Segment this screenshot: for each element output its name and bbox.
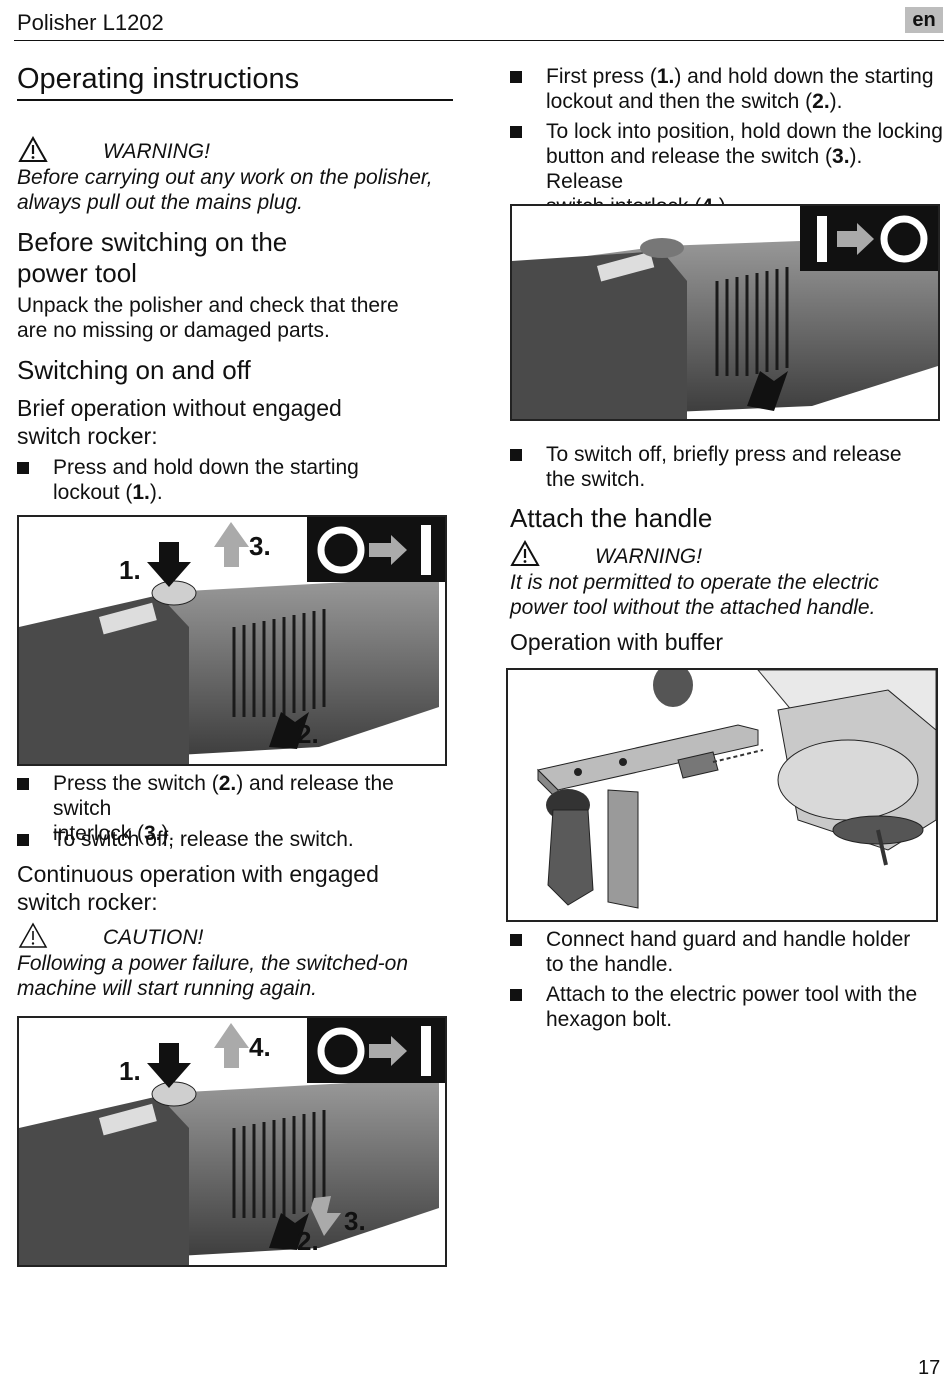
heading-rule [17, 99, 453, 101]
warning-label: WARNING! [103, 140, 210, 163]
list-item-text: First press ( [546, 65, 657, 88]
list-item-text: ) and release the switch [53, 772, 394, 820]
list-item-text: to the handle. [546, 953, 674, 976]
figure-switch-off [510, 204, 940, 421]
language-badge: en [905, 7, 943, 33]
list-item-text: ). [161, 822, 175, 845]
caution-text-line1: Following a power failure, the switched-… [17, 952, 409, 975]
page-number: 17 [918, 1357, 941, 1379]
subheading-continuous-line1: Continuous operation with engaged [17, 861, 379, 887]
step-number: 3. [832, 145, 850, 168]
list-item-text: Connect hand guard and handle holder [546, 928, 911, 951]
list-item: To switch off, briefly press and release… [510, 442, 945, 492]
subheading-switching: Switching on and off [17, 355, 251, 385]
bullet-icon [17, 462, 29, 474]
subheading-brief-line1: Brief operation without engaged [17, 395, 342, 421]
before-text-line1: Unpack the polisher and check that there [17, 294, 399, 317]
step-number: 2. [812, 90, 830, 113]
warning-label: WARNING! [595, 545, 702, 568]
list-item-text: ) and hold down the starting [674, 65, 934, 88]
figure-label-1: 1. [119, 1056, 141, 1086]
subheading-before-line2: power tool [17, 258, 137, 288]
list-item: To switch off, release the switch. [17, 827, 457, 852]
bullet-icon [510, 71, 522, 83]
list-item: First press (1.) and hold down the start… [510, 64, 945, 114]
caution-text-line2: machine will start running again. [17, 977, 317, 1000]
caution-label: CAUTION! [103, 926, 204, 949]
step-number: 2. [218, 772, 237, 795]
list-item-text: interlock ( [53, 822, 145, 845]
bullet-icon [17, 834, 29, 846]
caution-icon [18, 922, 48, 948]
subheading-brief-line2: switch rocker: [17, 423, 158, 449]
list-item-text: lockout and then the switch ( [546, 90, 813, 113]
subheading-attach-handle: Attach the handle [510, 503, 713, 533]
list-item-text: the switch. [546, 468, 646, 491]
step-number: 3. [144, 822, 162, 845]
list-item-text: Press and hold down the starting [53, 456, 359, 479]
warning-icon [18, 136, 48, 162]
header-rule [14, 40, 944, 41]
bullet-icon [510, 449, 522, 461]
figure-label-2: 2. [297, 719, 319, 749]
list-item-text: ). [829, 90, 843, 113]
list-item-text: button and release the switch ( [546, 145, 833, 168]
warning-text: Before carrying out any work on the poli… [17, 166, 433, 214]
list-item: Attach to the electric power tool with t… [510, 982, 945, 1032]
warning-text-line2: power tool without the attached handle. [510, 596, 876, 619]
list-item-text: To switch off, release the switch. [53, 828, 354, 851]
figure-label-3: 3. [249, 531, 271, 561]
list-item: Press the switch (2.) and release the sw… [17, 771, 457, 846]
step-number: 1. [656, 65, 675, 88]
subheading-continuous-line2: switch rocker: [17, 889, 158, 915]
subheading-before-line1: Before switching on the [17, 227, 288, 257]
document-title: Polisher L1202 [17, 10, 164, 35]
list-item: Connect hand guard and handle holder to … [510, 927, 945, 977]
before-text-line2: are no missing or damaged parts. [17, 319, 330, 342]
list-item-text: To lock into position, hold down the loc… [546, 120, 943, 143]
list-item-text: ). Release [546, 145, 863, 193]
figure-switch-brief: 1. 2. 3. [17, 515, 447, 766]
warning-text-line1: It is not permitted to operate the elect… [510, 571, 879, 594]
warning-icon [510, 540, 540, 566]
list-item-text: lockout ( [53, 481, 133, 504]
list-item-text: Press the switch ( [53, 772, 219, 795]
list-item-text: To switch off, briefly press and release [546, 443, 902, 466]
figure-label-4: 4. [249, 1032, 271, 1062]
figure-label-3: 3. [344, 1206, 366, 1236]
section-heading: Operating instructions [17, 63, 300, 95]
list-item-text: Attach to the electric power tool with t… [546, 983, 918, 1006]
bullet-icon [510, 989, 522, 1001]
list-item: Press and hold down the starting lockout… [17, 455, 457, 505]
bullet-icon [510, 934, 522, 946]
subheading-buffer: Operation with buffer [510, 629, 724, 655]
bullet-icon [510, 126, 522, 138]
bullet-icon [17, 778, 29, 790]
figure-label-1: 1. [119, 555, 141, 585]
list-item-text: ). [149, 481, 163, 504]
list-item-text: hexagon bolt. [546, 1008, 673, 1031]
figure-switch-continuous: 1. 2. 3. 4. [17, 1016, 447, 1267]
step-number: 1. [132, 481, 150, 504]
figure-handle-buffer [506, 668, 938, 922]
figure-label-2: 2. [297, 1226, 319, 1256]
